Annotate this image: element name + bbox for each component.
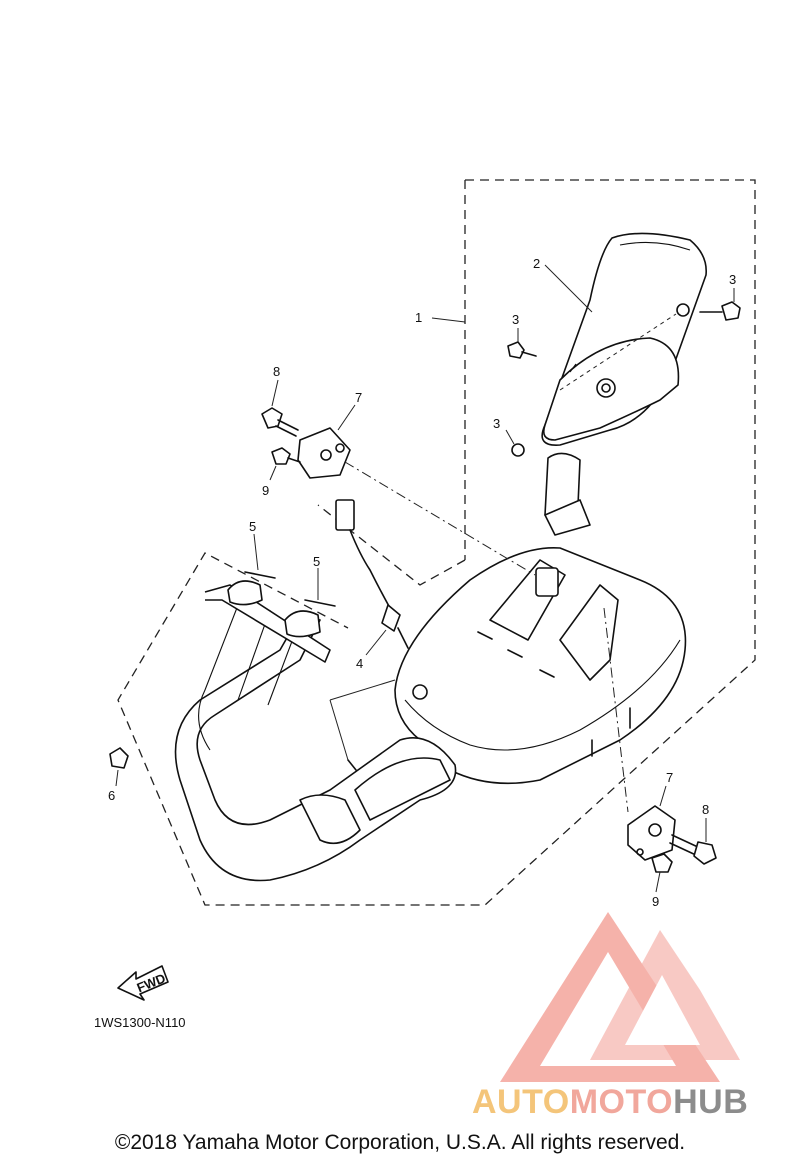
bolt-3c [511, 443, 525, 457]
callout-4: 4 [356, 656, 363, 671]
assembly-boundary-1 [117, 179, 756, 906]
callout-3-mid: 3 [512, 312, 519, 327]
o2-sensor [335, 499, 409, 649]
fwd-arrow-icon: FWD [117, 965, 169, 1001]
callout-9-upper: 9 [262, 483, 269, 498]
bolt-3b [507, 341, 537, 359]
watermark-moto: MOTO [569, 1083, 674, 1121]
header-flange [204, 571, 336, 663]
bolt-upper-8 [261, 407, 299, 437]
watermark-hub: HUB [673, 1083, 749, 1121]
drawing-code: 1WS1300-N110 [94, 1015, 186, 1030]
callout-1: 1 [415, 310, 422, 325]
heat-protector [541, 232, 707, 446]
copyright-notice: ©2018 Yamaha Motor Corporation, U.S.A. A… [114, 1131, 686, 1154]
callout-5-left: 5 [249, 519, 256, 534]
callout-3-lower: 3 [493, 416, 500, 431]
callout-8-upper: 8 [273, 364, 280, 379]
callout-3-right: 3 [729, 272, 736, 287]
muffler-body [394, 546, 687, 785]
watermark-logo [500, 912, 740, 1082]
nut-6 [109, 747, 129, 769]
callout-7-upper: 7 [355, 390, 362, 405]
callouts: 1 2 3 3 3 4 5 5 6 7 7 8 8 9 9 [108, 256, 736, 909]
watermark-text: AUTOMOTOHUB [472, 1083, 748, 1122]
bolt-3a [699, 301, 741, 321]
callout-5-right: 5 [313, 554, 320, 569]
watermark-auto: AUTO [472, 1083, 570, 1121]
callout-7-lower: 7 [666, 770, 673, 785]
muffler-bracket [544, 452, 591, 536]
bolt-lower-9 [651, 853, 673, 873]
bolt-upper-9 [271, 447, 301, 465]
damper-lower [627, 805, 676, 861]
callout-8-lower: 8 [702, 802, 709, 817]
exhaust-pipes [174, 599, 457, 882]
leader-lines [115, 264, 735, 893]
callout-6: 6 [108, 788, 115, 803]
callout-9-lower: 9 [652, 894, 659, 909]
callout-2: 2 [533, 256, 540, 271]
fwd-label: FWD [135, 970, 168, 995]
bolt-lower-8 [669, 834, 717, 865]
damper-upper [297, 427, 351, 479]
